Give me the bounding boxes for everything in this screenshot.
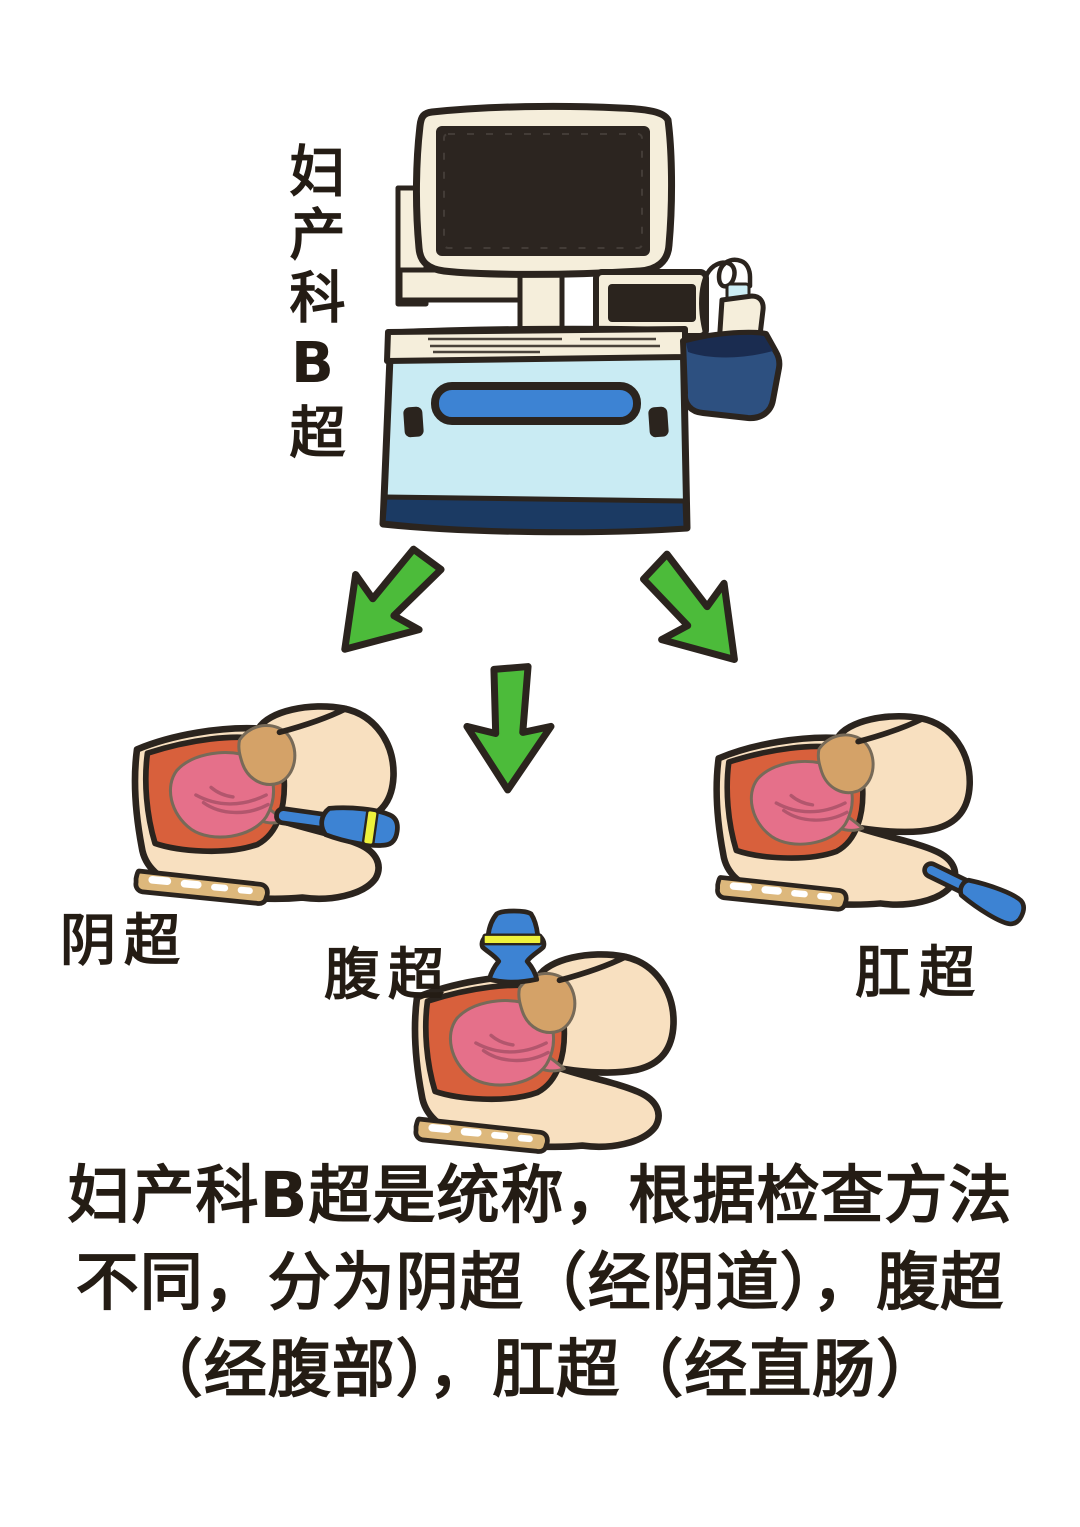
caption-line: 妇产科B超是统称，根据检查方法 <box>67 1159 1013 1232</box>
label-vaginal: 阴超 <box>60 909 188 974</box>
machine-monitor <box>412 102 676 278</box>
label-abdominal: 腹超 <box>324 943 452 1008</box>
rectal-probe <box>922 861 1026 927</box>
caption: 妇产科B超是统称，根据检查方法 不同，分为阴超（经阴道），腹超 （经腹部），肛超… <box>0 1152 1080 1413</box>
monitor-screen <box>436 126 650 256</box>
abdominal-probe <box>479 908 547 985</box>
vaginal-probe <box>274 805 400 848</box>
machine-knob-right <box>648 406 669 438</box>
caption-line: 不同，分为阴超（经阴道），腹超 <box>75 1246 1005 1319</box>
arrow-down-icon <box>465 665 553 792</box>
label-rectal: 肛超 <box>855 941 983 1006</box>
arrow-down-left-icon <box>313 529 459 677</box>
abdominal-ultrasound-illustration <box>415 908 673 1152</box>
ultrasound-machine-illustration <box>379 102 783 536</box>
machine-knob-left <box>403 406 424 438</box>
caption-line: （经腹部），肛超（经直肠） <box>139 1333 941 1406</box>
vaginal-ultrasound-illustration <box>135 706 400 903</box>
arrow-down-right-icon <box>622 538 766 687</box>
probe-cable <box>699 257 753 339</box>
rectal-ultrasound-illustration <box>717 716 1026 927</box>
vertical-title: 妇产科B超 <box>280 142 345 466</box>
probe-holder <box>680 329 783 422</box>
machine-slot <box>431 382 641 425</box>
machine-body <box>379 325 691 536</box>
machine-base <box>380 494 689 535</box>
